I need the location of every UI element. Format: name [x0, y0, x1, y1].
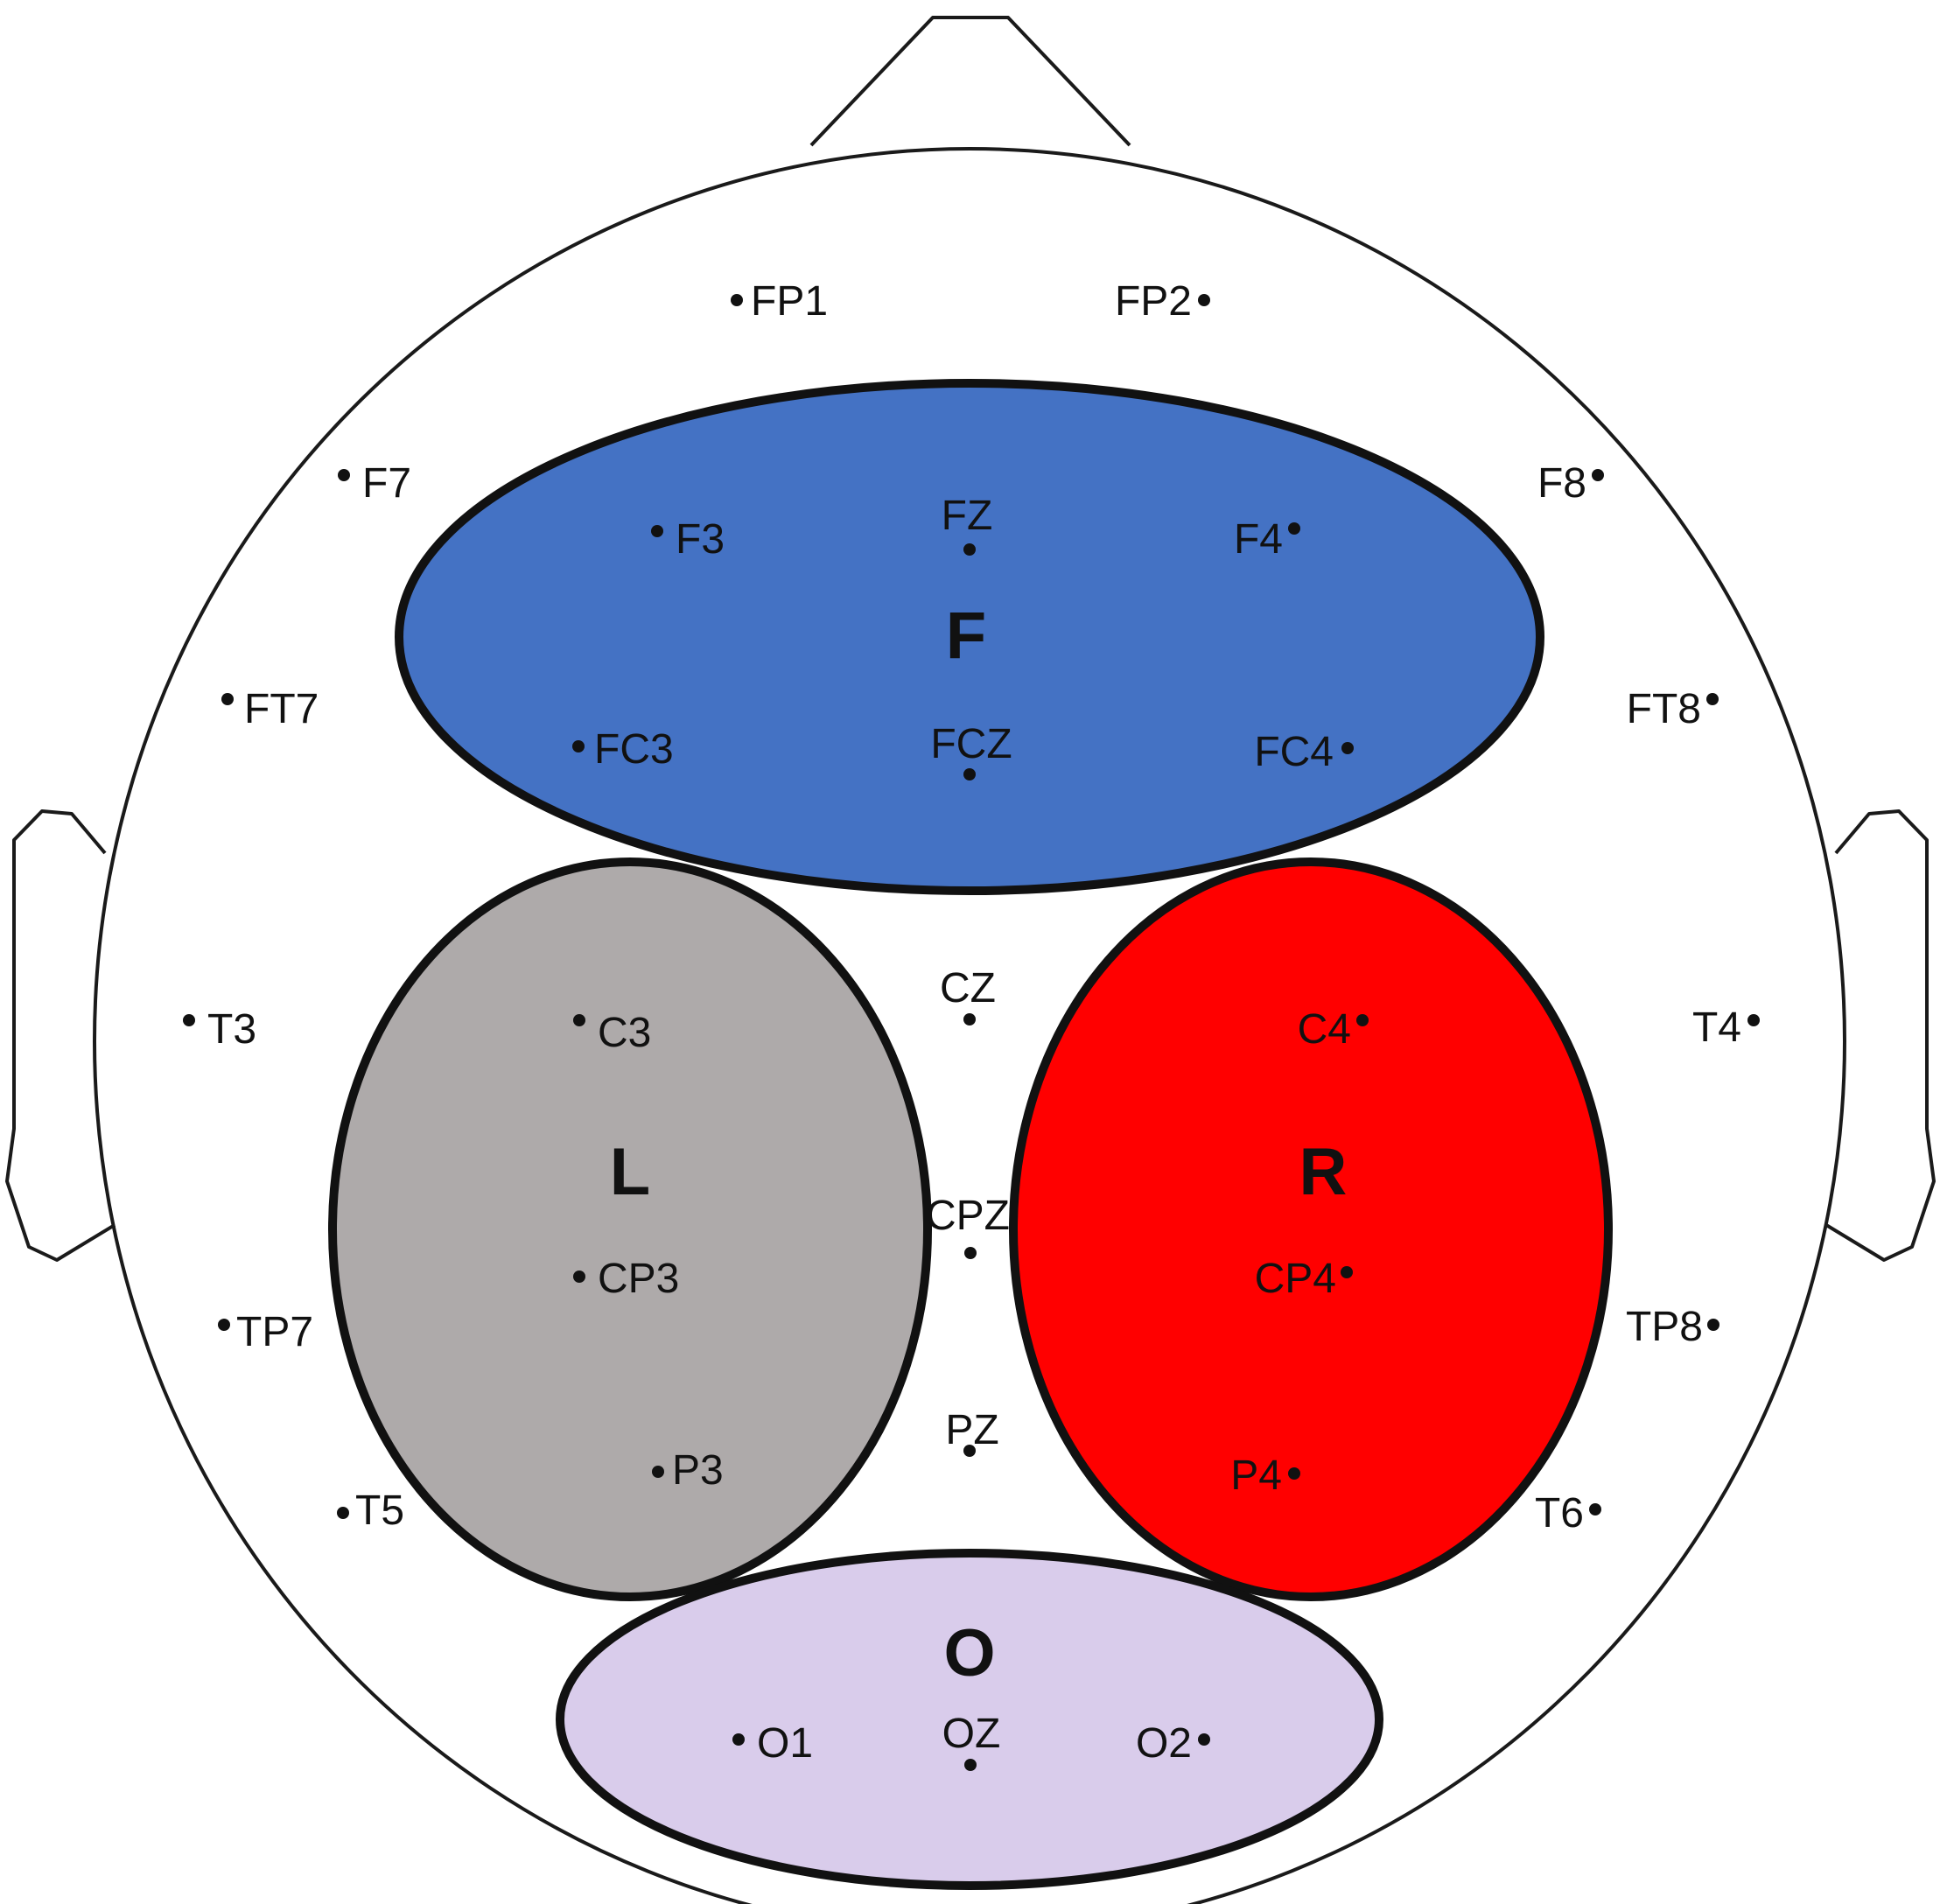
region-R [1009, 858, 1613, 1601]
electrode-label-T6: T6 [1535, 1490, 1584, 1536]
electrode-dot-O1 [732, 1733, 745, 1746]
nose [809, 16, 1131, 147]
electrode-dot-CPZ [964, 1247, 977, 1259]
electrode-label-FT8: FT8 [1627, 686, 1701, 732]
electrode-dot-FC3 [572, 740, 585, 752]
electrode-dot-TP7 [218, 1319, 230, 1331]
electrode-label-T3: T3 [207, 1006, 256, 1053]
electrode-label-FT7: FT7 [244, 686, 319, 732]
electrode-label-O1: O1 [757, 1720, 813, 1767]
electrode-dot-F4 [1288, 522, 1300, 535]
electrode-label-T5: T5 [355, 1488, 404, 1534]
electrode-dot-FZ [963, 543, 976, 556]
region-L [328, 858, 932, 1601]
electrode-label-PZ: PZ [945, 1407, 998, 1453]
electrodes: FP1 FP2 F7 F3 FZ F4 F8 FT7 FC3 FCZ FC4 F… [183, 278, 1760, 1771]
electrode-label-FZ: FZ [942, 493, 993, 539]
electrode-dot-O2 [1198, 1733, 1210, 1746]
electrode-label-C4: C4 [1298, 1006, 1351, 1053]
electrode-label-FP2: FP2 [1115, 278, 1192, 325]
electrode-label-OZ: OZ [942, 1711, 1001, 1757]
electrode-label-FCZ: FCZ [930, 721, 1012, 767]
electrode-label-CZ: CZ [940, 965, 996, 1012]
electrode-dot-T5 [337, 1507, 349, 1519]
electrode-dot-F3 [651, 525, 663, 537]
electrode-dot-CZ [963, 1013, 976, 1026]
electrode-label-TP7: TP7 [236, 1309, 313, 1355]
electrode-dot-T3 [183, 1014, 195, 1026]
electrode-dot-C4 [1356, 1014, 1369, 1026]
electrode-dot-T4 [1747, 1014, 1760, 1026]
electrode-label-CP4: CP4 [1255, 1256, 1336, 1302]
region-F [395, 379, 1544, 895]
electrode-dot-F7 [338, 469, 350, 481]
electrode-label-FC4: FC4 [1254, 729, 1334, 775]
electrode-dot-FP1 [731, 294, 743, 306]
electrode-dot-FT7 [221, 693, 234, 705]
electrode-label-F8: F8 [1537, 460, 1586, 507]
electrode-dot-FCZ [963, 768, 976, 780]
electrode-dot-CP3 [573, 1270, 585, 1283]
head-outline [93, 147, 1846, 1904]
electrode-label-P3: P3 [672, 1447, 724, 1494]
electrode-dot-PZ [963, 1445, 976, 1457]
electrode-label-C3: C3 [598, 1010, 651, 1056]
electrode-dot-FC4 [1341, 742, 1354, 754]
electrode-label-F3: F3 [676, 516, 725, 563]
electrode-dot-T6 [1589, 1503, 1601, 1516]
electrode-label-P4: P4 [1230, 1452, 1282, 1499]
region-label-L: L [610, 1135, 650, 1209]
electrode-label-TP8: TP8 [1626, 1304, 1703, 1350]
region-label-R: R [1299, 1135, 1348, 1209]
electrode-dot-FT8 [1706, 693, 1719, 705]
electrode-label-F7: F7 [362, 460, 411, 507]
electrode-dot-P4 [1288, 1467, 1300, 1480]
electrode-label-CPZ: CPZ [926, 1193, 1010, 1239]
electrode-label-FP1: FP1 [751, 278, 828, 325]
electrode-label-FC3: FC3 [594, 726, 674, 773]
electrode-dot-TP8 [1707, 1319, 1719, 1331]
electrode-dot-FP2 [1198, 294, 1210, 306]
electrode-dot-CP4 [1341, 1266, 1353, 1278]
electrode-dot-C3 [573, 1014, 585, 1026]
electrode-label-CP3: CP3 [598, 1256, 679, 1302]
electrode-dot-F8 [1592, 469, 1604, 481]
electrode-dot-P3 [652, 1466, 664, 1478]
right-ear [1824, 809, 1936, 1262]
region-label-F: F [946, 598, 986, 673]
electrode-label-O2: O2 [1136, 1720, 1192, 1767]
region-label-O: O [943, 1616, 995, 1690]
electrode-dot-OZ [964, 1759, 977, 1771]
region-O [556, 1549, 1383, 1890]
left-ear [5, 809, 116, 1262]
electrode-label-T4: T4 [1692, 1004, 1741, 1051]
electrode-label-F4: F4 [1234, 516, 1283, 563]
